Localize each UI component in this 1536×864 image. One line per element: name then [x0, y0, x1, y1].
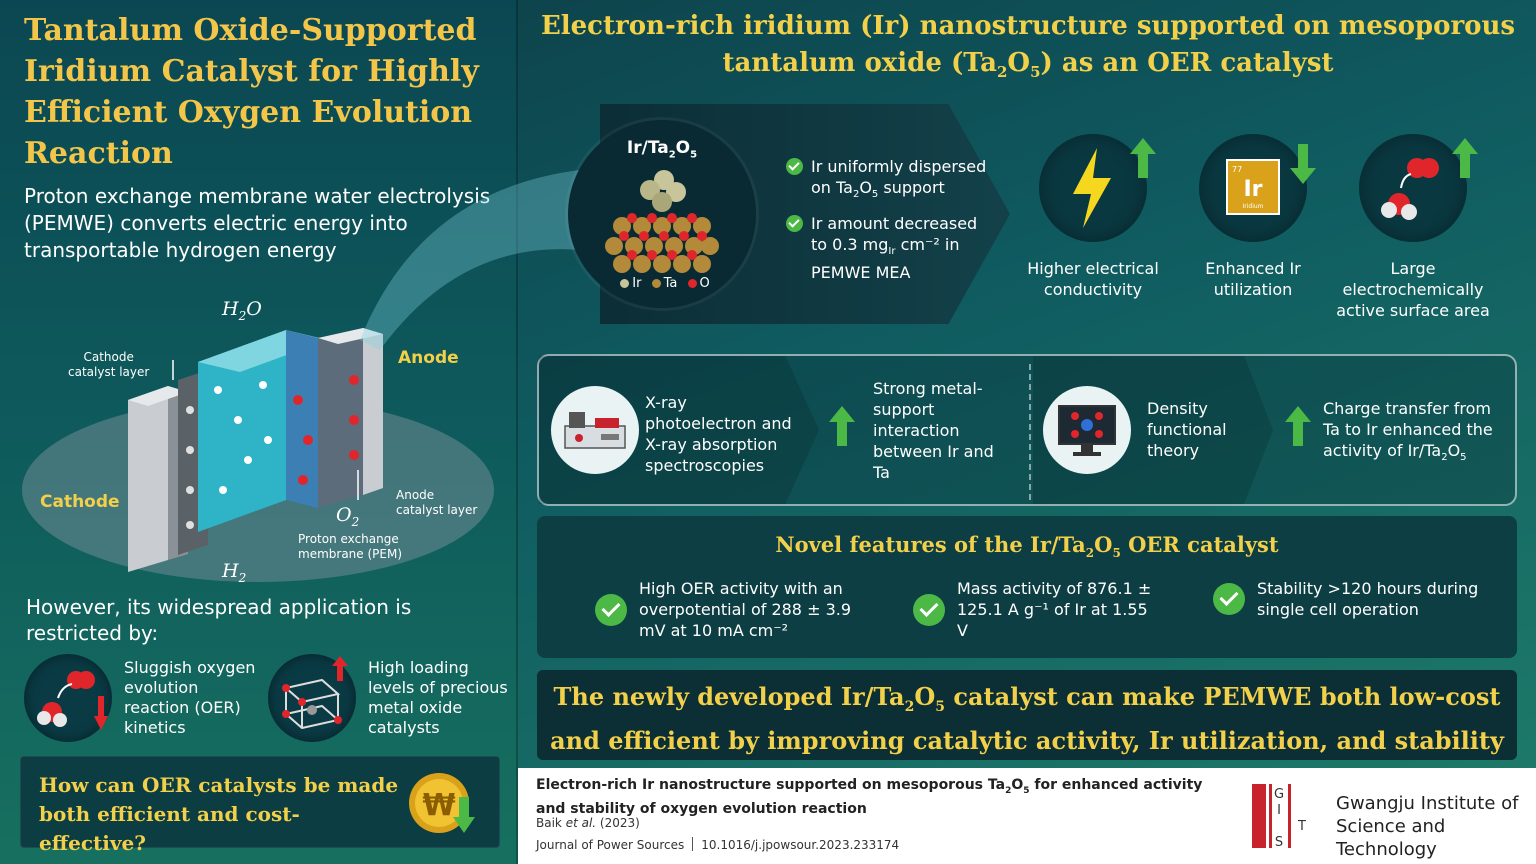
methods-divider: [1029, 364, 1031, 500]
catalyst-bullets: Ir uniformly dispersed on Ta2O5 support …: [786, 156, 996, 291]
catalyst-structure: Ir/Ta2O5 Ir Ta O: [568, 120, 756, 308]
check-icon: [786, 158, 803, 175]
property-3-label: Large electrochemically active surface a…: [1336, 259, 1490, 320]
methods-box: X-ray photoelectron and X-ray absorption…: [537, 354, 1517, 506]
question-text: How can OER catalysts be made both effic…: [39, 773, 399, 855]
gist-logo-letter-g: G: [1274, 787, 1284, 802]
water-molecule-icon: [24, 654, 112, 742]
header-title: Electron-rich iridium (Ir) nanostructure…: [540, 11, 1516, 82]
increase-arrow-icon: [1452, 138, 1478, 178]
increase-arrow-icon: [829, 406, 855, 446]
reference-title: Electron-rich Ir nanostructure supported…: [536, 777, 1203, 817]
ir-legend-dot: [620, 279, 630, 288]
footer: Electron-rich Ir nanostructure supported…: [518, 768, 1536, 864]
check-icon: [913, 593, 945, 626]
question-box: How can OER catalysts be made both effic…: [20, 756, 500, 855]
increase-arrow-icon: [1130, 138, 1156, 178]
method-xray-text: X-ray photoelectron and X-ray absorption…: [645, 393, 792, 475]
limitation-catalyst-loading: High loading levels of precious metal ox…: [268, 654, 508, 742]
feature-3-text: Stability >120 hours during single cell …: [1257, 579, 1479, 619]
cathode-label: Cathode: [40, 492, 120, 512]
dft-monitor-icon: [1043, 386, 1131, 474]
check-icon: [1213, 583, 1245, 615]
gist-logo: G I S T: [1252, 784, 1306, 848]
iridium-tile-icon: 77 Ir Iridium: [1199, 134, 1307, 242]
zoom-connector: [360, 170, 580, 350]
features-title: Novel features of the Ir/Ta2O5 OER catal…: [775, 532, 1279, 561]
property-1-label: Higher electrical conductivity: [1027, 259, 1159, 299]
check-icon: [595, 593, 627, 626]
intro-text: Proton exchange membrane water electroly…: [24, 184, 491, 262]
reference-doi[interactable]: 10.1016/j.jpowsour.2023.233174: [701, 838, 900, 852]
increase-arrow-icon: [1285, 406, 1311, 446]
h2o-label: H2O: [222, 298, 262, 323]
conclusion-text: The newly developed Ir/Ta2O5 catalyst ca…: [550, 682, 1504, 755]
limitation-oer-kinetics: Sluggish oxygen evolution reaction (OER)…: [24, 654, 264, 742]
ir-atomic-number: 77: [1232, 165, 1242, 174]
property-surface-area: Large electrochemically active surface a…: [1328, 134, 1498, 321]
check-icon: [786, 215, 803, 233]
method-xray-result: Strong metal-support interaction between…: [873, 379, 994, 482]
ir-name: Iridium: [1242, 203, 1263, 210]
o-legend-dot: [687, 279, 697, 288]
property-2-label: Enhanced Ir utilization: [1205, 259, 1301, 299]
cost-coin-icon: ₩: [405, 769, 485, 839]
gist-logo-letter-i: I: [1277, 803, 1281, 818]
property-ir-utilization: 77 Ir Iridium Enhanced Ir utilization: [1168, 134, 1338, 300]
catalyst-legend: Ir Ta O: [568, 276, 756, 291]
bullet-ir-amount: Ir amount decreased to 0.3 mgIr cm⁻² in …: [786, 213, 996, 283]
o2-label: O2: [336, 504, 360, 529]
feature-2-text: Mass activity of 876.1 ± 125.1 A g⁻¹ of …: [957, 579, 1152, 640]
lightning-icon: [1039, 134, 1147, 242]
oxygen-molecule-icon: [1359, 134, 1467, 242]
bullet-dispersion: Ir uniformly dispersed on Ta2O5 support: [786, 156, 996, 205]
property-conductivity: Higher electrical conductivity: [1008, 134, 1178, 300]
ta-legend-dot: [651, 279, 661, 288]
reference-authors: Baik et al. (2023): [536, 816, 640, 830]
method-dft-result: Charge transfer from Ta to Ir enhanced t…: [1323, 399, 1493, 464]
gist-logo-letter-s: S: [1275, 835, 1283, 848]
coin-symbol: ₩: [422, 788, 455, 823]
method-dft-text: Density functional theory: [1147, 399, 1227, 460]
crystal-lattice-icon: [268, 654, 356, 742]
feature-mass-activity: Mass activity of 876.1 ± 125.1 A g⁻¹ of …: [913, 578, 1153, 641]
limitation-1-text: Sluggish oxygen evolution reaction (OER)…: [124, 658, 256, 737]
limitation-2-text: High loading levels of precious metal ox…: [368, 658, 508, 737]
anode-label: Anode: [398, 348, 459, 368]
spectrometer-icon: [551, 386, 639, 474]
nanostructure-icon: [605, 170, 719, 273]
main-title: Tantalum Oxide-Supported Iridium Catalys…: [24, 13, 479, 171]
catalyst-title: Ir/Ta2O5: [626, 138, 698, 161]
feature-1-text: High OER activity with an overpotential …: [639, 579, 852, 640]
left-panel: Tantalum Oxide-Supported Iridium Catalys…: [0, 0, 518, 864]
features-box: Novel features of the Ir/Ta2O5 OER catal…: [537, 516, 1517, 658]
restriction-heading: However, its widespread application is r…: [26, 595, 412, 645]
conclusion-box: The newly developed Ir/Ta2O5 catalyst ca…: [537, 670, 1517, 760]
feature-oer-activity: High OER activity with an overpotential …: [595, 578, 865, 641]
h2-label: H2: [222, 560, 247, 585]
decrease-arrow-icon: [1290, 144, 1316, 184]
ir-symbol: Ir: [1243, 177, 1262, 202]
feature-stability: Stability >120 hours during single cell …: [1213, 578, 1493, 620]
gist-logo-letter-t: T: [1297, 819, 1306, 834]
pemwe-cell-illustration: [22, 328, 494, 582]
